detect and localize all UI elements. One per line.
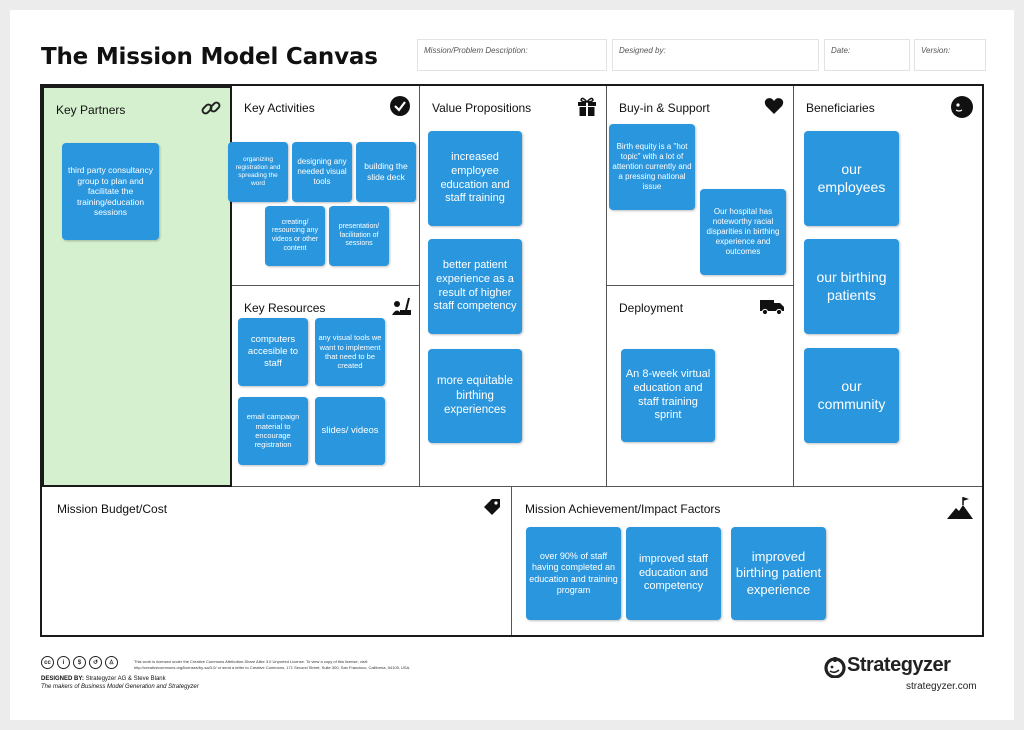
key-activities-note-1[interactable]: organizing registration and spreading th…: [228, 142, 288, 202]
designed-by-credit-value: Strategyzer AG & Steve Blank: [85, 676, 166, 682]
designed-by-field[interactable]: Designed by:: [612, 39, 819, 71]
designed-by-credit: DESIGNED BY: Strategyzer AG & Steve Blan…: [41, 676, 166, 682]
strategyzer-url[interactable]: strategyzer.com: [906, 681, 977, 692]
key-activities-note-3[interactable]: building the slide deck: [356, 142, 416, 202]
person-icon: ♙: [105, 656, 118, 669]
value-propositions-note-1[interactable]: increased employee education and staff t…: [428, 131, 522, 226]
heart-icon: [763, 95, 785, 117]
strategyzer-face-icon: [824, 657, 846, 678]
key-activities-note-2[interactable]: designing any needed visual tools: [292, 142, 352, 202]
key-resources-note-4[interactable]: slides/ videos: [315, 397, 385, 465]
key-activities-note-4[interactable]: creating/ resourcing any videos or other…: [265, 206, 325, 266]
worker-icon: [389, 295, 411, 317]
value-propositions-note-3[interactable]: more equitable birthing experiences: [428, 349, 522, 443]
beneficiaries-section[interactable]: Beneficiaries our employees our birthing…: [794, 86, 982, 487]
link-icon: [200, 97, 222, 119]
date-label: Date:: [831, 46, 851, 55]
price-tag-icon: [481, 496, 503, 518]
face-icon: [950, 95, 974, 119]
page-title: The Mission Model Canvas: [41, 44, 378, 70]
attribution-icon: i: [57, 656, 70, 669]
key-partners-section[interactable]: Key Partners third party consultancy gro…: [42, 86, 232, 487]
strategyzer-logo: Strategyzer: [824, 654, 984, 680]
cc-icon: cc: [41, 656, 54, 669]
impact-factors-note-3[interactable]: improved birthing patient experience: [731, 527, 826, 620]
buyin-support-title: Buy-in & Support: [619, 101, 710, 115]
truck-icon: [759, 295, 785, 317]
strategyzer-wordmark: Strategyzer: [847, 654, 951, 676]
budget-cost-section[interactable]: Mission Budget/Cost: [42, 487, 512, 635]
buyin-support-note-1[interactable]: Birth equity is a "hot topic" with a lot…: [609, 124, 695, 210]
date-field[interactable]: Date:: [824, 39, 910, 71]
mission-model-canvas: Key Partners third party consultancy gro…: [40, 84, 984, 637]
beneficiaries-title: Beneficiaries: [806, 101, 875, 115]
license-text-line-1: This work is licensed under the Creative…: [134, 659, 368, 664]
key-resources-title: Key Resources: [244, 301, 326, 315]
version-field[interactable]: Version:: [914, 39, 986, 71]
gift-icon: [576, 95, 598, 117]
value-propositions-section[interactable]: Value Propositions increased employee ed…: [420, 86, 607, 487]
key-resources-note-2[interactable]: any visual tools we want to implement th…: [315, 318, 385, 386]
key-activities-note-5[interactable]: presentation/ facilitation of sessions: [329, 206, 389, 266]
key-resources-section[interactable]: Key Resources computers accesible to sta…: [232, 286, 420, 487]
mountain-flag-icon: [946, 496, 974, 520]
budget-cost-title: Mission Budget/Cost: [57, 502, 168, 516]
noncommercial-icon: $: [73, 656, 86, 669]
key-activities-section[interactable]: Key Activities organizing registration a…: [228, 86, 420, 286]
buyin-support-note-2[interactable]: Our hospital has noteworthy racial dispa…: [700, 189, 786, 275]
impact-factors-section[interactable]: Mission Achievement/Impact Factors over …: [512, 487, 982, 635]
buyin-support-section[interactable]: Buy-in & Support Birth equity is a "hot …: [607, 86, 794, 286]
deployment-section[interactable]: Deployment An 8-week virtual education a…: [607, 286, 794, 487]
mission-description-label: Mission/Problem Description:: [424, 46, 528, 55]
impact-factors-title: Mission Achievement/Impact Factors: [525, 502, 721, 516]
designed-by-label: Designed by:: [619, 46, 666, 55]
key-partners-title: Key Partners: [56, 103, 126, 117]
deployment-title: Deployment: [619, 301, 684, 315]
deployment-note-1[interactable]: An 8-week virtual education and staff tr…: [621, 349, 715, 442]
mission-description-field[interactable]: Mission/Problem Description:: [417, 39, 607, 71]
key-resources-note-3[interactable]: email campaign material to encourage reg…: [238, 397, 308, 465]
beneficiaries-note-2[interactable]: our birthing patients: [804, 239, 899, 334]
checkmark-icon: [389, 95, 411, 117]
key-activities-title: Key Activities: [244, 101, 315, 115]
beneficiaries-note-3[interactable]: our community: [804, 348, 899, 443]
sharealike-icon: ↺: [89, 656, 102, 669]
value-propositions-note-2[interactable]: better patient experience as a result of…: [428, 239, 522, 334]
makers-tagline: The makers of Business Model Generation …: [41, 684, 199, 690]
key-resources-note-1[interactable]: computers accesible to staff: [238, 318, 308, 386]
value-propositions-title: Value Propositions: [432, 101, 532, 115]
impact-factors-note-1[interactable]: over 90% of staff having completed an ed…: [526, 527, 621, 620]
impact-factors-note-2[interactable]: improved staff education and competency: [626, 527, 721, 620]
version-label: Version:: [921, 46, 951, 55]
license-text-line-2: http://creativecommons.org/licenses/by-s…: [134, 665, 411, 670]
key-partners-note-1[interactable]: third party consultancy group to plan an…: [62, 143, 159, 240]
beneficiaries-note-1[interactable]: our employees: [804, 131, 899, 226]
designed-by-credit-label: DESIGNED BY:: [41, 676, 84, 682]
